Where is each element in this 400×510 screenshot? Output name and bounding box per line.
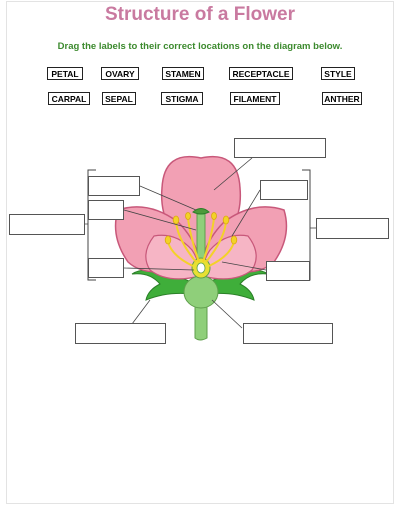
label-chip-style[interactable]: STYLE	[321, 67, 355, 80]
drop-box-upper-left[interactable]	[88, 176, 140, 196]
worksheet-title: Structure of a Flower	[104, 4, 296, 25]
petal-front-right	[201, 234, 257, 280]
bracket-left	[87, 169, 96, 281]
label-chip-ovary[interactable]: OVARY	[101, 67, 139, 80]
label-chip-stigma[interactable]: STIGMA	[161, 92, 203, 105]
pistil-style	[196, 213, 206, 263]
drop-box-far-right[interactable]	[316, 218, 389, 239]
drop-box-lower-left[interactable]	[88, 258, 124, 278]
label-chip-filament[interactable]: FILAMENT	[230, 92, 280, 105]
drop-box-mid-left[interactable]	[88, 200, 124, 220]
receptacle	[183, 275, 219, 309]
label-chip-petal[interactable]: PETAL	[47, 67, 83, 80]
drop-box-lower-right[interactable]	[266, 261, 310, 281]
drop-box-bottom-right[interactable]	[243, 323, 333, 344]
label-chip-carpal[interactable]: CARPAL	[48, 92, 90, 105]
drop-box-far-left[interactable]	[9, 214, 85, 235]
worksheet-instructions: Drag the labels to their correct locatio…	[57, 41, 343, 52]
drop-box-bottom-left[interactable]	[75, 323, 166, 344]
label-chip-receptacle[interactable]: RECEPTACLE	[229, 67, 293, 80]
ovule	[196, 262, 206, 274]
label-chip-anther[interactable]: ANTHER	[322, 92, 362, 105]
stigma	[192, 208, 210, 215]
label-chip-stamen[interactable]: STAMEN	[162, 67, 204, 80]
petal-front-left	[145, 234, 201, 280]
stem	[194, 299, 208, 341]
drop-box-mid-right[interactable]	[260, 180, 308, 200]
anthers	[164, 212, 238, 245]
label-chip-sepal[interactable]: SEPAL	[102, 92, 136, 105]
stamens	[167, 217, 235, 267]
pointer-lines	[56, 157, 316, 329]
drop-box-top-right[interactable]	[234, 138, 326, 158]
